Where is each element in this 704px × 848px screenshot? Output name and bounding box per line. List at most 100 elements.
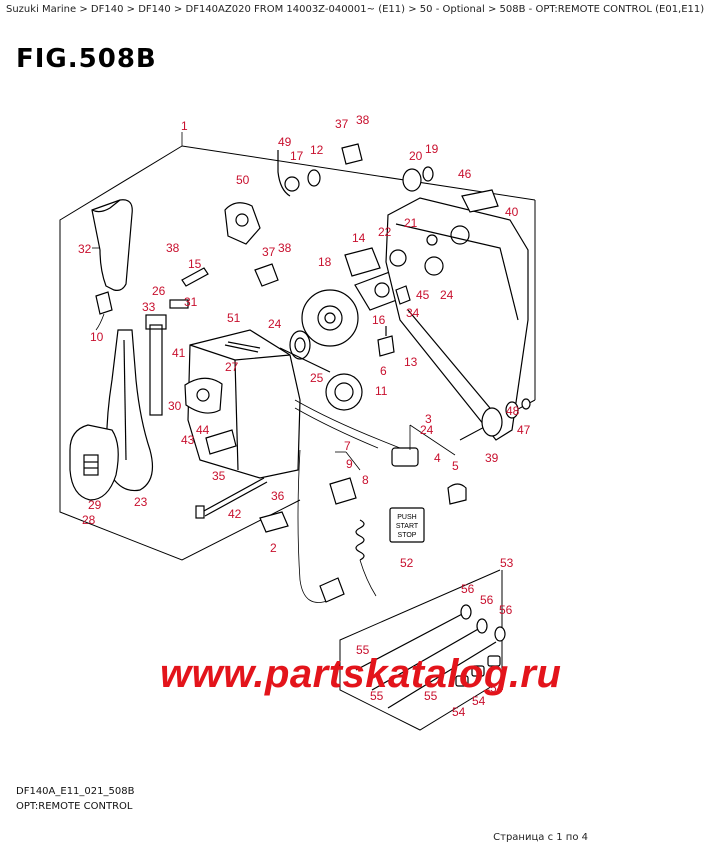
callout-55[interactable]: 55 — [424, 689, 438, 703]
breadcrumb-item[interactable]: Suzuki Marine — [6, 4, 77, 15]
callout-21[interactable]: 21 — [404, 216, 418, 230]
callout-26[interactable]: 26 — [152, 284, 166, 298]
callout-5[interactable]: 5 — [452, 459, 459, 473]
callout-27[interactable]: 27 — [225, 360, 239, 374]
callout-3[interactable]: 3 — [425, 412, 432, 426]
callout-13[interactable]: 13 — [404, 355, 418, 369]
callout-10[interactable]: 10 — [90, 330, 104, 344]
breadcrumb-item[interactable]: DF140 — [90, 4, 124, 15]
lanyard-coil — [355, 519, 365, 561]
callout-36[interactable]: 36 — [271, 489, 285, 503]
callout-22[interactable]: 22 — [378, 225, 392, 239]
callout-56[interactable]: 56 — [461, 582, 475, 596]
breadcrumb-item[interactable]: 50 - Optional — [419, 4, 485, 15]
callout-17[interactable]: 17 — [290, 149, 304, 163]
push-start-stop-button-52 — [389, 507, 425, 543]
bolt-42-thread — [204, 481, 268, 517]
collar-54 — [455, 675, 469, 687]
callout-19[interactable]: 19 — [425, 142, 439, 156]
breadcrumb-item[interactable]: DF140 — [138, 4, 171, 15]
callout-50[interactable]: 50 — [236, 173, 250, 187]
callout-40[interactable]: 40 — [505, 205, 519, 219]
callout-12[interactable]: 12 — [310, 143, 324, 157]
side-cover-boss — [426, 234, 438, 246]
bolt-55 — [387, 641, 497, 709]
lever-arm-rib — [123, 339, 127, 461]
breadcrumb-separator: > — [123, 4, 139, 15]
callout-39[interactable]: 39 — [485, 451, 499, 465]
callout-56[interactable]: 56 — [480, 593, 494, 607]
callout-52[interactable]: 52 — [400, 556, 414, 570]
callout-54[interactable]: 54 — [490, 681, 504, 695]
collar-54 — [487, 655, 501, 667]
callout-8[interactable]: 8 — [362, 473, 369, 487]
callout-46[interactable]: 46 — [458, 167, 472, 181]
callout-42[interactable]: 42 — [228, 507, 242, 521]
callout-1[interactable]: 1 — [181, 119, 188, 133]
side-cover-boss — [450, 225, 470, 245]
buzzer-face — [334, 382, 354, 402]
callout-48[interactable]: 48 — [506, 404, 520, 418]
callout-25[interactable]: 25 — [310, 371, 324, 385]
callout-54[interactable]: 54 — [472, 694, 486, 708]
o-ring-24 — [289, 330, 311, 360]
leader-line — [409, 424, 456, 456]
throttle-cam-18 — [301, 289, 359, 347]
callout-35[interactable]: 35 — [212, 469, 226, 483]
callout-47[interactable]: 47 — [517, 423, 531, 437]
cover-grille — [83, 454, 99, 476]
callout-18[interactable]: 18 — [318, 255, 332, 269]
buzzer-11 — [325, 373, 363, 411]
callout-32[interactable]: 32 — [78, 242, 92, 256]
callout-38[interactable]: 38 — [166, 241, 180, 255]
callout-31[interactable]: 31 — [184, 295, 198, 309]
callout-labels: 1234567891011121314151617181920212223242… — [78, 113, 531, 719]
washer-56 — [460, 604, 472, 620]
callout-24[interactable]: 24 — [268, 317, 282, 331]
throttle-bracket-50 — [224, 202, 261, 245]
callout-33[interactable]: 33 — [142, 300, 156, 314]
callout-6[interactable]: 6 — [380, 364, 387, 378]
callout-49[interactable]: 49 — [278, 135, 292, 149]
bushing-24 — [424, 256, 444, 276]
callout-24[interactable]: 24 — [440, 288, 454, 302]
callout-2[interactable]: 2 — [270, 541, 277, 555]
callout-16[interactable]: 16 — [372, 313, 386, 327]
key-switch-4 — [391, 447, 419, 467]
callout-41[interactable]: 41 — [172, 346, 186, 360]
breadcrumb-item[interactable]: DF140AZ020 FROM 14003Z-040001~ (E11) — [185, 4, 406, 15]
callout-11[interactable]: 11 — [375, 384, 388, 398]
callout-20[interactable]: 20 — [409, 149, 423, 163]
cam-hub — [317, 305, 343, 331]
callout-55[interactable]: 55 — [370, 689, 384, 703]
callout-45[interactable]: 45 — [416, 288, 430, 302]
callout-14[interactable]: 14 — [352, 231, 366, 245]
callout-55[interactable]: 55 — [356, 643, 370, 657]
callout-53[interactable]: 53 — [500, 556, 514, 570]
callout-23[interactable]: 23 — [134, 495, 148, 509]
callout-7[interactable]: 7 — [344, 439, 351, 453]
callout-24[interactable]: 24 — [420, 423, 434, 437]
callout-37[interactable]: 37 — [335, 117, 349, 131]
lever-grip-detail — [91, 199, 121, 213]
callout-29[interactable]: 29 — [88, 498, 102, 512]
callout-54[interactable]: 54 — [452, 705, 466, 719]
wire-harness — [297, 449, 331, 603]
callout-38[interactable]: 38 — [278, 241, 292, 255]
callout-28[interactable]: 28 — [82, 513, 96, 527]
callout-34[interactable]: 34 — [406, 306, 420, 320]
callout-15[interactable]: 15 — [188, 257, 202, 271]
callout-51[interactable]: 51 — [227, 311, 241, 325]
assembly-frame-edge — [181, 145, 536, 201]
callout-38[interactable]: 38 — [356, 113, 370, 127]
callout-56[interactable]: 56 — [499, 603, 513, 617]
callout-4[interactable]: 4 — [434, 451, 441, 465]
callout-37[interactable]: 37 — [262, 245, 276, 259]
pager[interactable]: Страница с 1 по 4 — [493, 832, 588, 843]
key-5 — [447, 483, 467, 505]
callout-43[interactable]: 43 — [181, 433, 195, 447]
clip-38 — [341, 143, 363, 165]
callout-30[interactable]: 30 — [168, 399, 182, 413]
callout-44[interactable]: 44 — [196, 423, 210, 437]
callout-9[interactable]: 9 — [346, 457, 353, 471]
